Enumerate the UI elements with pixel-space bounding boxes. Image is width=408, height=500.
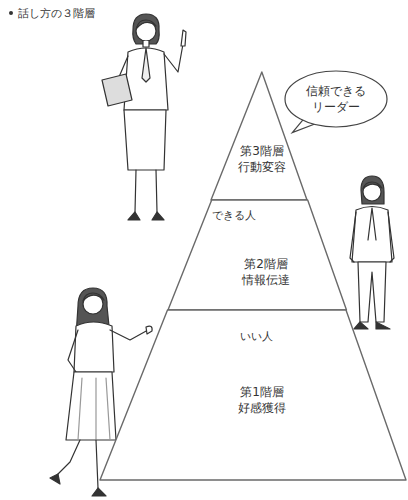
tier-name: 行動変容	[238, 159, 286, 175]
bubble-text: 信頼できる リーダー	[304, 83, 368, 115]
bracket-label: いい人	[240, 330, 273, 344]
speech-bubble: 信頼できる リーダー	[284, 70, 388, 128]
bracket-label: できる人	[212, 209, 256, 223]
bubble-outline	[284, 70, 388, 128]
tier-name: 好感獲得	[238, 400, 286, 416]
woman-figure	[350, 176, 394, 329]
pyramid-tier: 第2階層情報伝達	[168, 200, 347, 310]
bullet	[9, 11, 13, 15]
tier-outline	[168, 200, 347, 310]
tier-number: 第1階層	[238, 384, 286, 400]
tier-number: 第3階層	[238, 143, 286, 159]
woman-figure	[102, 14, 186, 220]
tier-number: 第2階層	[242, 256, 290, 272]
title: 話し方の３階層	[18, 6, 95, 21]
tier-name: 情報伝達	[242, 272, 290, 288]
